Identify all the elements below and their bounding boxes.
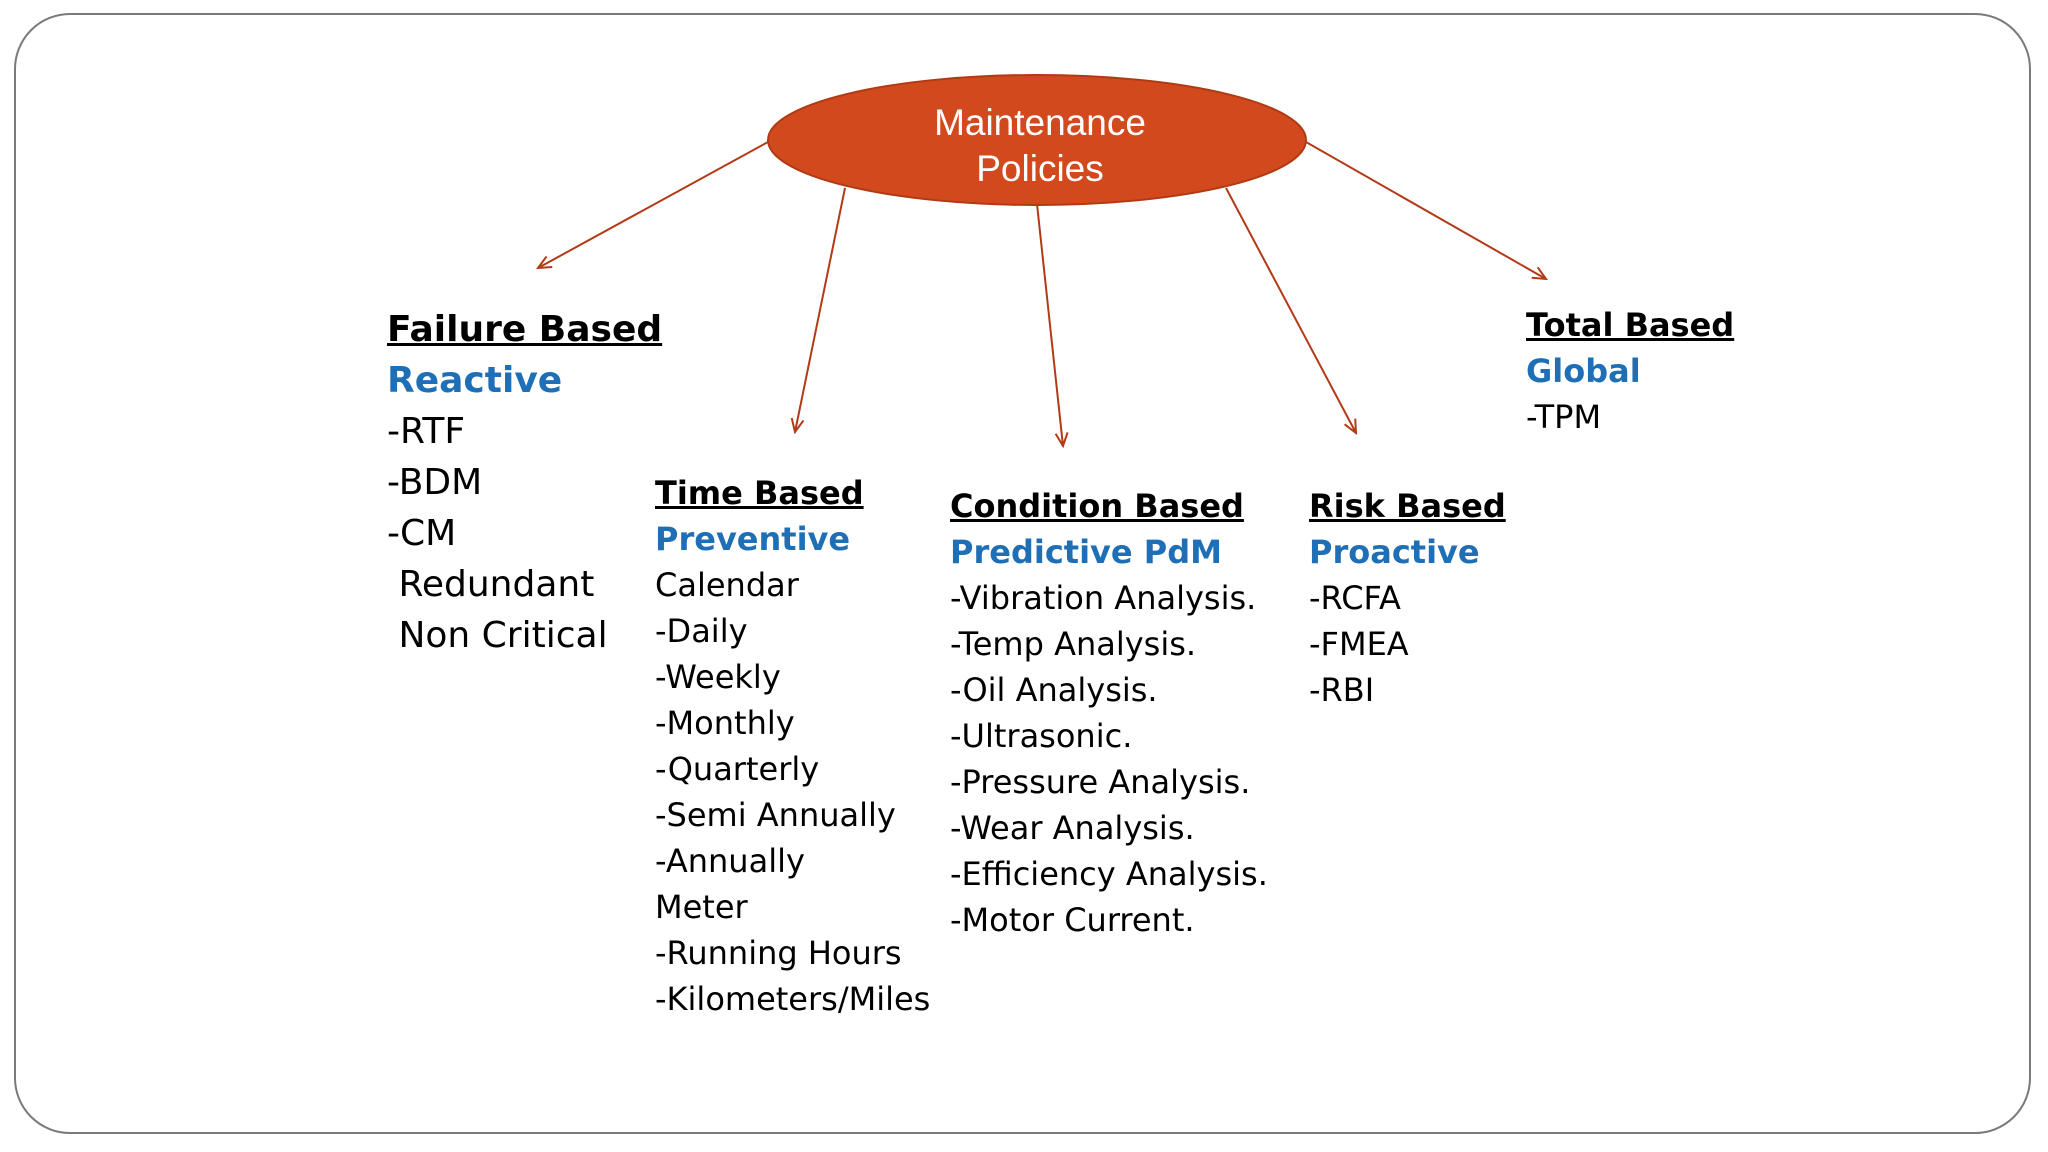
list-item: -Kilometers/Miles <box>655 980 931 1018</box>
root-ellipse <box>767 74 1307 206</box>
column-heading: Failure Based <box>387 309 663 350</box>
column-subtitle: Reactive <box>387 360 563 401</box>
arrow-total-based <box>1305 141 1546 279</box>
list-item: Meter <box>655 888 748 926</box>
list-item: Calendar <box>655 566 799 604</box>
list-item: -Pressure Analysis. <box>950 763 1251 801</box>
list-item: -Vibration Analysis. <box>950 579 1257 617</box>
column-subtitle: Predictive PdM <box>950 533 1222 571</box>
condition-based-column: Condition Based Predictive PdM -Vibratio… <box>950 483 1268 943</box>
column-heading: Total Based <box>1526 306 1735 344</box>
arrow-risk-based <box>1225 187 1356 433</box>
list-item: Non Critical <box>387 615 608 656</box>
arrow-time-based <box>795 187 846 432</box>
list-item: -Daily <box>655 612 748 650</box>
time-based-column: Time Based Preventive Calendar -Daily -W… <box>655 470 930 1022</box>
list-item: -Motor Current. <box>950 901 1195 939</box>
root-label-line1: Maintenance <box>934 102 1146 143</box>
list-item: -RCFA <box>1309 579 1401 617</box>
list-item: -Wear Analysis. <box>950 809 1195 847</box>
list-item: -BDM <box>387 462 483 503</box>
failure-based-column: Failure Based Reactive -RTF -BDM -CM Red… <box>387 304 662 661</box>
root-label-line2: Policies <box>976 148 1104 189</box>
column-subtitle: Global <box>1526 352 1641 390</box>
list-item: -Annually <box>655 842 805 880</box>
list-item: -Ultrasonic. <box>950 717 1133 755</box>
list-item: -RTF <box>387 411 466 452</box>
list-item: -TPM <box>1526 398 1602 436</box>
list-item: Redundant <box>387 564 595 605</box>
arrow-failure-based <box>538 141 769 268</box>
list-item: -FMEA <box>1309 625 1409 663</box>
list-item: -Monthly <box>655 704 795 742</box>
risk-based-column: Risk Based Proactive -RCFA -FMEA -RBI <box>1309 483 1506 713</box>
root-label: Maintenance Policies <box>770 76 1310 216</box>
list-item: -Running Hours <box>655 934 902 972</box>
column-subtitle: Preventive <box>655 520 851 558</box>
list-item: -Efficiency Analysis. <box>950 855 1268 893</box>
list-item: -Quarterly <box>655 750 820 788</box>
column-heading: Risk Based <box>1309 487 1506 525</box>
column-heading: Condition Based <box>950 487 1244 525</box>
list-item: -Semi Annually <box>655 796 896 834</box>
column-heading: Time Based <box>655 474 864 512</box>
list-item: -CM <box>387 513 457 554</box>
column-subtitle: Proactive <box>1309 533 1480 571</box>
list-item: -Weekly <box>655 658 781 696</box>
list-item: -Temp Analysis. <box>950 625 1197 663</box>
list-item: -Oil Analysis. <box>950 671 1158 709</box>
arrow-condition-based <box>1036 203 1063 446</box>
list-item: -RBI <box>1309 671 1375 709</box>
total-based-column: Total Based Global -TPM <box>1526 302 1734 440</box>
